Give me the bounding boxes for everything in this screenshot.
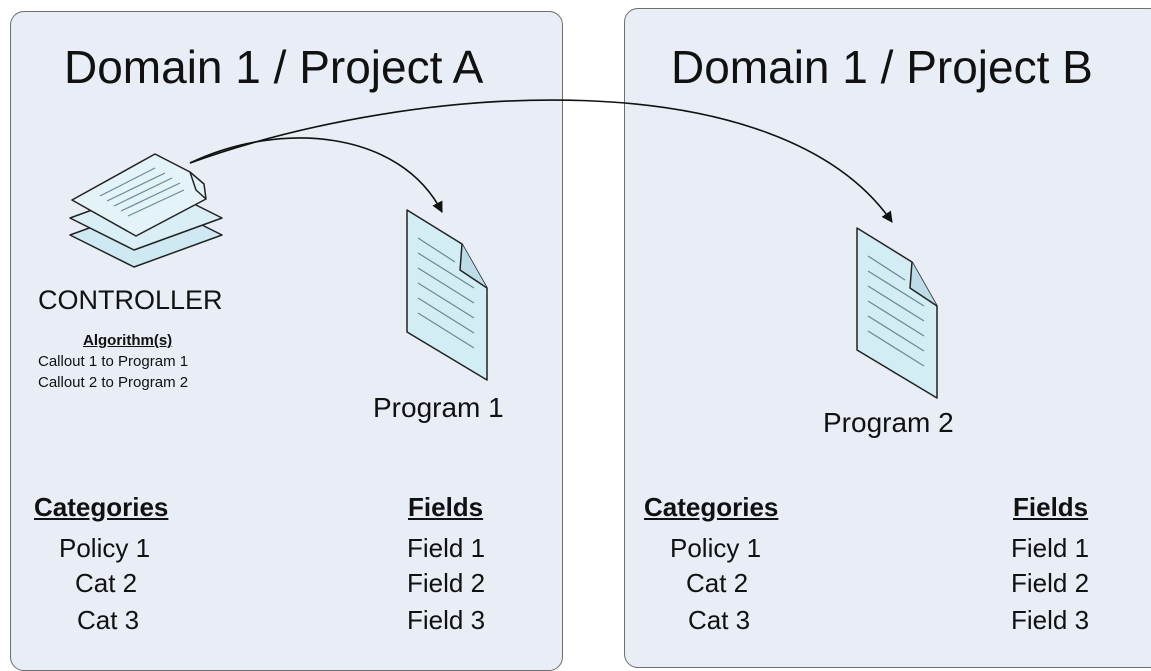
category-item: Cat 2 [686,568,749,598]
field-item: Field 3 [1011,605,1090,635]
category-item: Cat 2 [75,568,138,598]
category-item: Policy 1 [59,533,151,563]
panel-title-project-a: Domain 1 / Project A [64,41,484,93]
field-item: Field 3 [407,605,486,635]
controller-label: CONTROLLER [38,285,223,315]
fields-heading: Fields [408,492,484,522]
callout-1: Callout 1 to Program 1 [38,353,189,370]
callout-2: Callout 2 to Program 2 [38,374,189,391]
fields-heading: Fields [1013,492,1089,522]
category-item: Cat 3 [77,605,140,635]
program-1-label: Program 1 [373,392,504,423]
category-item: Policy 1 [670,533,762,563]
field-item: Field 1 [1011,533,1090,563]
categories-heading: Categories [34,492,169,522]
field-item: Field 2 [407,568,486,598]
program-2-label: Program 2 [823,407,954,438]
panel-title-project-b: Domain 1 / Project B [671,41,1093,93]
category-item: Cat 3 [688,605,751,635]
categories-heading: Categories [644,492,779,522]
field-item: Field 1 [407,533,486,563]
algorithm-heading: Algorithm(s) [83,332,173,349]
field-item: Field 2 [1011,568,1090,598]
